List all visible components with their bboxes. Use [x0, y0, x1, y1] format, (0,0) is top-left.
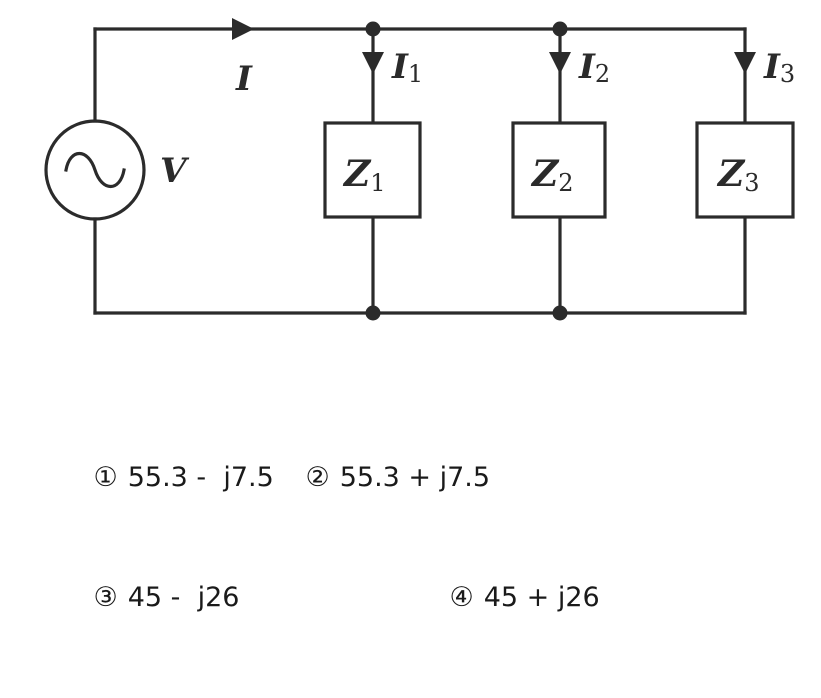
answer-choices: ① 55.3 - j7.5 ② 55.3 + j7.5 ③ 45 - j26 ④ 45 …	[42, 338, 600, 618]
answer-choice-3[interactable]: ③ 45 - j26	[42, 538, 240, 658]
junction-node-top-1	[365, 21, 381, 37]
branch-current-2-arrow	[549, 52, 571, 74]
impedance-z1-label: Z1	[342, 153, 386, 197]
sine-wave-icon	[64, 151, 126, 189]
total-current-arrow	[232, 18, 254, 40]
answer-choice-2[interactable]: ② 55.3 + j7.5	[254, 418, 491, 538]
branch-current-3-arrow	[734, 52, 756, 74]
junction-node-bottom-1	[365, 305, 381, 321]
answer-choice-1[interactable]: ① 55.3 - j7.5	[42, 418, 274, 538]
impedance-z2-label: Z2	[530, 153, 574, 197]
junction-node-bottom-2	[552, 305, 568, 321]
choice-number-4: ④	[449, 582, 474, 613]
branch-current-2-label: I2	[578, 47, 610, 88]
choice-text-1: 55.3 - j7.5	[127, 462, 274, 493]
answer-choice-4[interactable]: ④ 45 + j26	[398, 538, 600, 658]
parallel-impedance-circuit: V I I1 Z1 I2 Z2 I3 Z3	[44, 18, 795, 321]
impedance-z2-box	[511, 121, 607, 219]
answer-row-2: ③ 45 - j26 ④ 45 + j26	[42, 538, 600, 613]
choice-number-1: ①	[93, 462, 118, 493]
branch-current-1-label: I1	[391, 47, 423, 88]
choice-number-2: ②	[305, 462, 330, 493]
junction-node-top-2	[552, 21, 568, 37]
choice-text-4: 45 + j26	[483, 582, 600, 613]
branch-current-1-arrow	[362, 52, 384, 74]
impedance-z1-box	[323, 121, 422, 219]
source-voltage-label: V	[160, 151, 190, 191]
choice-number-3: ③	[93, 582, 118, 613]
answer-row-1: ① 55.3 - j7.5 ② 55.3 + j7.5	[42, 418, 491, 493]
total-current-label: I	[235, 59, 253, 99]
choice-text-3: 45 - j26	[127, 582, 240, 613]
impedance-z3-box	[695, 121, 795, 219]
impedance-z3-label: Z3	[716, 153, 760, 197]
ac-source-symbol	[44, 119, 146, 221]
branch-current-3-label: I3	[763, 47, 795, 88]
choice-text-2: 55.3 + j7.5	[339, 462, 491, 493]
